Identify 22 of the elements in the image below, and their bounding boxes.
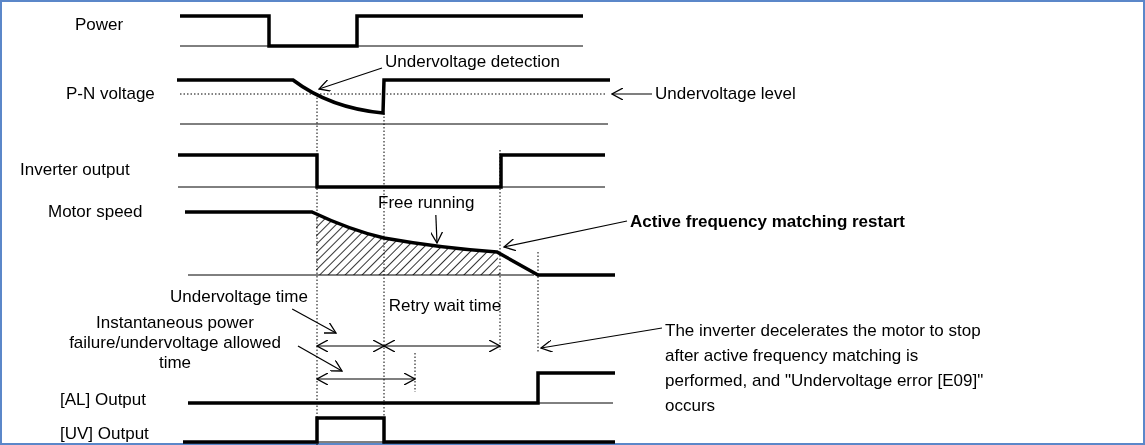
annotation-text: Active frequency matching restart (630, 212, 905, 232)
signal-label: [AL] Output (60, 390, 146, 410)
signal-label: Motor speed (48, 202, 143, 222)
annotation-text: Undervoltage level (655, 84, 796, 104)
signal-waveform (185, 210, 615, 277)
signal-label: Inverter output (20, 160, 130, 180)
annotation-text: Undervoltage time (150, 287, 308, 307)
leader-arrow (318, 67, 383, 92)
leader-arrow (429, 214, 444, 244)
annotation-text: Free running (378, 193, 475, 213)
annotation-text: Instantaneous power failure/undervoltage allowed time (55, 313, 295, 373)
leader-arrow (297, 345, 343, 372)
leader-arrow (291, 308, 337, 334)
annotation-text: The inverter decelerates the motor to stop after active frequency matching is performed, and "Undervoltage error [E09]" occurs (665, 318, 1000, 418)
leader-arrow (540, 327, 663, 353)
leader-arrow (611, 87, 653, 101)
signal-label: P-N voltage (66, 84, 155, 104)
signal-label: [UV] Output (60, 424, 149, 444)
time-label: Retry wait time (387, 295, 503, 317)
leader-arrow (503, 220, 628, 252)
annotation-text: Undervoltage detection (385, 52, 560, 72)
signal-label: Power (75, 15, 124, 35)
